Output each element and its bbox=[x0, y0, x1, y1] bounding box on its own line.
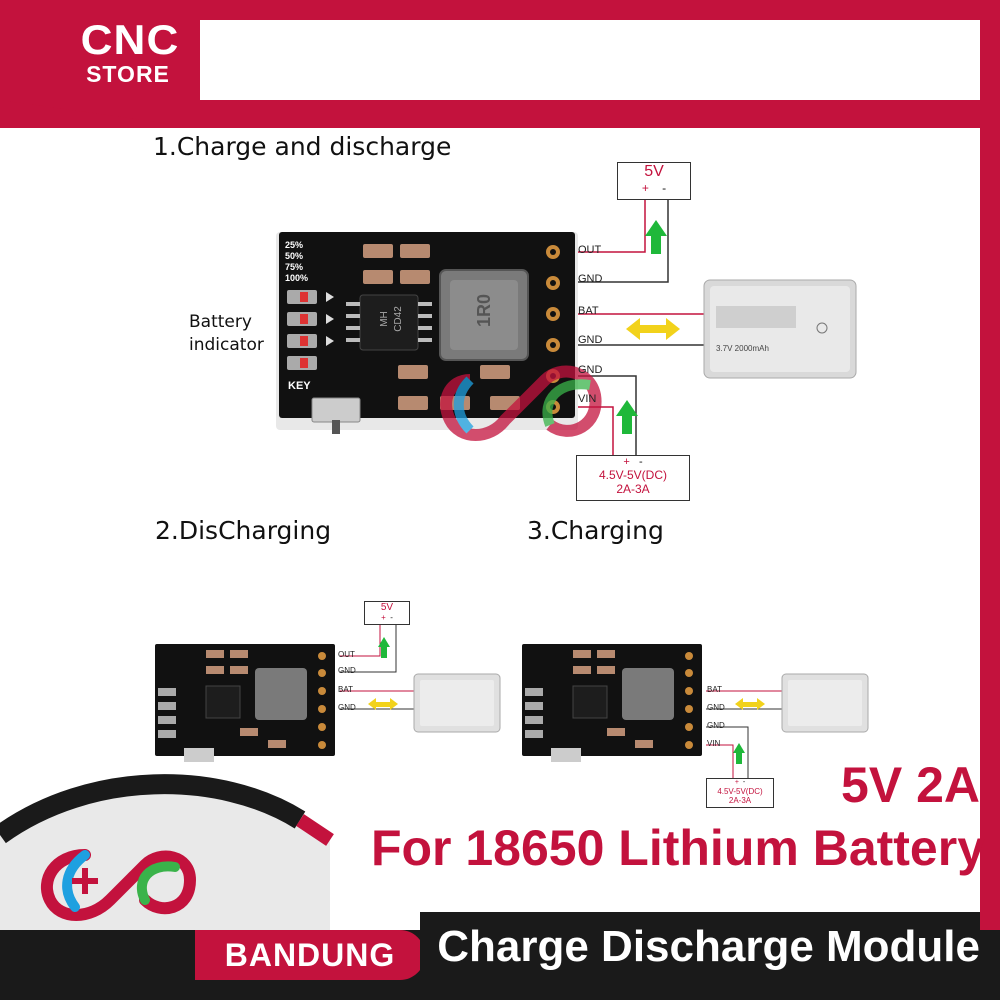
pin-label-gnd: GND bbox=[578, 334, 603, 346]
level-labels: 25% 50% 75% 100% bbox=[285, 240, 308, 284]
input-plus: + bbox=[623, 456, 630, 468]
pin-label-vin-3: VIN bbox=[707, 739, 721, 748]
input-current: 2A-3A bbox=[616, 482, 650, 496]
brand-icon bbox=[40, 849, 197, 921]
input-minus-3: - bbox=[742, 779, 746, 786]
battery-indicator-label: Battery indicator bbox=[189, 311, 264, 357]
level-75: 75% bbox=[285, 262, 304, 272]
input-minus: - bbox=[638, 456, 643, 468]
gnd-wire-out bbox=[575, 198, 669, 283]
pin-label-out-2: OUT bbox=[338, 650, 355, 659]
output-voltage-2: 5V bbox=[380, 602, 394, 613]
output-plus: + bbox=[641, 181, 649, 195]
right-frame bbox=[980, 0, 1000, 1000]
input-voltage: 4.5V-5V(DC) bbox=[598, 468, 668, 482]
pin-label-bat-3: BAT bbox=[707, 685, 722, 694]
output-minus-2: - bbox=[390, 613, 393, 622]
pin-label-out: OUT bbox=[578, 244, 602, 256]
input-plus-3: + bbox=[734, 779, 739, 786]
key-label: KEY bbox=[288, 380, 311, 392]
promo-line1: For 18650 Lithium Battery bbox=[370, 820, 985, 876]
input-power-box-3: + - 4.5V-5V(DC) 2A-3A bbox=[706, 778, 774, 808]
pin-label-bat-2: BAT bbox=[338, 685, 353, 694]
promo-line2: Charge Discharge Module bbox=[420, 912, 980, 984]
pin-label-gnd: GND bbox=[578, 273, 603, 285]
level-100: 100% bbox=[285, 273, 309, 283]
output-voltage: 5V bbox=[644, 163, 664, 180]
smd-resistors bbox=[363, 244, 520, 410]
output-power-box: 5V + - bbox=[617, 162, 691, 200]
vin-wire bbox=[575, 406, 614, 455]
city-badge: BANDUNG bbox=[195, 930, 425, 980]
logo-banner-tail bbox=[0, 100, 1000, 128]
top-frame bbox=[0, 0, 1000, 20]
battery-indicator-line2: indicator bbox=[189, 335, 264, 355]
ic-chip bbox=[359, 294, 419, 351]
out-wire bbox=[575, 198, 646, 253]
gnd-wire-in bbox=[575, 375, 637, 455]
output-minus: - bbox=[662, 181, 667, 195]
section3-title: 3.Charging bbox=[527, 516, 664, 545]
watermark-logo bbox=[440, 365, 602, 441]
level-50: 50% bbox=[285, 251, 304, 261]
output-power-box-2: 5V + - bbox=[364, 601, 410, 625]
section1-title: 1.Charge and discharge bbox=[153, 132, 452, 161]
section2-title: 2.DisCharging bbox=[155, 516, 332, 545]
up-arrow-out bbox=[645, 220, 667, 254]
battery-text: 3.7V 2000mAh bbox=[716, 344, 769, 353]
pin-label-gnd-3b: GND bbox=[707, 721, 725, 730]
pin-label-gnd-2b: GND bbox=[338, 703, 356, 712]
pin-label-gnd: GND bbox=[578, 364, 603, 376]
pin-label-vin: VIN bbox=[578, 393, 597, 405]
input-power-box: + - 4.5V-5V(DC) 2A-3A bbox=[576, 455, 690, 501]
output-plus-2: + bbox=[381, 613, 386, 622]
pin-label-gnd-3: GND bbox=[707, 703, 725, 712]
up-arrow-in bbox=[616, 400, 638, 434]
logo-text-cnc: CNC bbox=[80, 16, 180, 63]
bidirectional-arrow bbox=[626, 318, 680, 340]
level-25: 25% bbox=[285, 240, 304, 250]
pin-label-gnd-2: GND bbox=[338, 666, 356, 675]
indicator-leds bbox=[287, 290, 334, 370]
battery-pack bbox=[703, 279, 857, 379]
promo-spec: 5V 2A bbox=[841, 757, 980, 813]
logo-text-store: STORE bbox=[86, 61, 170, 87]
battery-indicator-line1: Battery bbox=[189, 312, 252, 332]
pin-label-bat: BAT bbox=[578, 305, 599, 317]
input-voltage-3: 4.5V-5V(DC) bbox=[717, 787, 763, 796]
input-current-3: 2A-3A bbox=[728, 796, 752, 805]
